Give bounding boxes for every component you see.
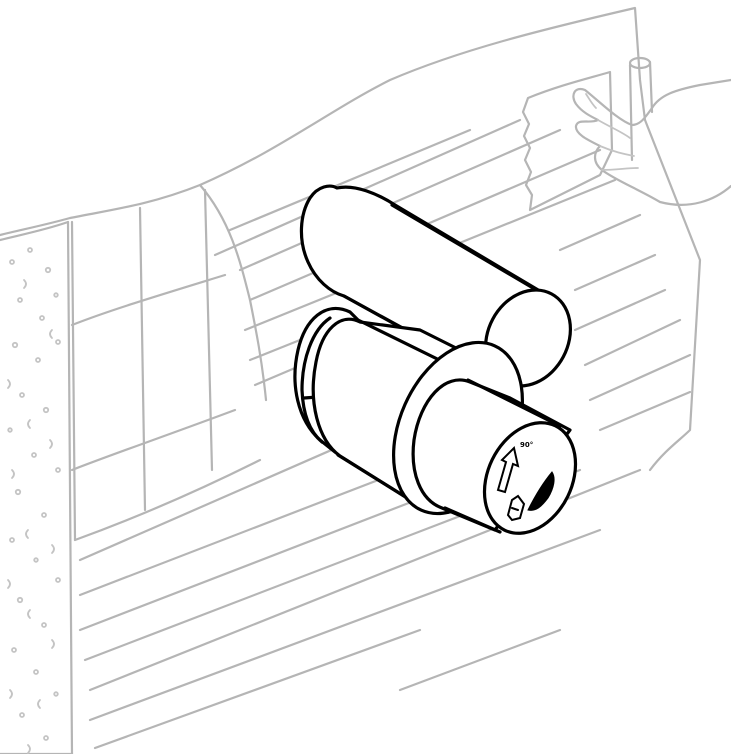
end-cap-label: 90° <box>520 441 533 449</box>
hand-holding-sheet <box>521 56 731 212</box>
lower-cylinder: 90° <box>293 306 578 535</box>
roller-front-hub <box>411 378 572 532</box>
roller-front-end <box>482 421 578 535</box>
window-tile-grid <box>70 188 262 542</box>
end-cap-markings: 90° <box>496 441 555 522</box>
paint-roller-assembly: 90° <box>293 184 578 535</box>
upper-cylinder <box>299 184 573 388</box>
knurled-grip-icon <box>527 471 555 511</box>
rod-top <box>628 56 652 70</box>
stucco-texture <box>7 247 61 754</box>
rotate-arrow-icon <box>496 446 520 494</box>
wallpaper-sheet <box>521 70 614 212</box>
rod <box>628 60 654 162</box>
stucco-wall-strip <box>0 220 74 754</box>
recycle-symbol-icon <box>506 494 526 522</box>
wall-panel-outline <box>0 6 702 472</box>
